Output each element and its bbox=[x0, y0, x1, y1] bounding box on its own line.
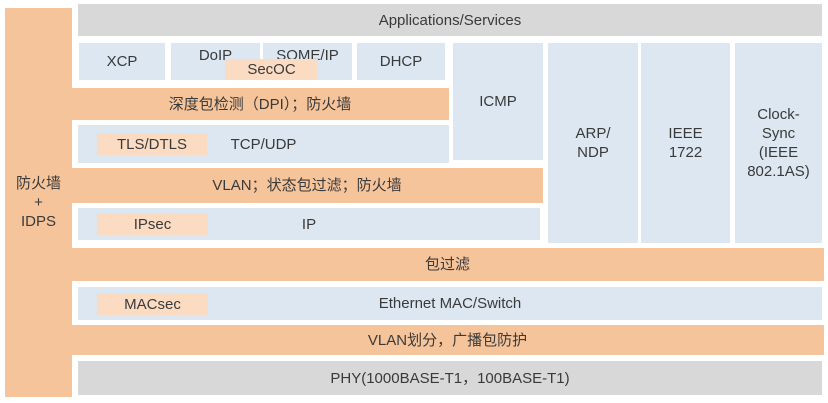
tls-dtls-overlay: TLS/DTLS bbox=[97, 133, 207, 155]
vlan-partition-band: VLAN划分，广播包防护 bbox=[71, 325, 824, 355]
vlan-stateful-filter-band: VLAN；状态包过滤；防火墙 bbox=[71, 168, 543, 203]
applications-services-layer: Applications/Services bbox=[78, 4, 822, 36]
ipsec-overlay: IPsec bbox=[97, 213, 208, 235]
phy-row: PHY(1000BASE-T1，100BASE-T1) bbox=[78, 361, 822, 395]
macsec-overlay: MACsec bbox=[97, 293, 208, 315]
clock-sync-column: Clock- Sync (IEEE 802.1AS) bbox=[735, 43, 822, 243]
dpi-firewall-band: 深度包检测（DPI）；防火墙 bbox=[71, 88, 449, 120]
packet-filter-band: 包过滤 bbox=[71, 248, 824, 281]
xcp-box: XCP bbox=[79, 43, 165, 80]
ip-label: IP bbox=[301, 215, 317, 233]
firewall-idps-sidebar: 防火墙 + IDPS bbox=[5, 8, 72, 397]
icmp-column: ICMP bbox=[453, 43, 543, 160]
tcp-udp-row: TCP/UDP TLS/DTLS bbox=[78, 125, 449, 163]
ieee-1722-column: IEEE 1722 bbox=[641, 43, 730, 243]
ip-row: IP IPsec bbox=[78, 208, 540, 240]
tcp-udp-label: TCP/UDP bbox=[230, 135, 297, 153]
ethernet-mac-row: Ethernet MAC/Switch MACsec bbox=[78, 287, 822, 320]
dhcp-box: DHCP bbox=[357, 43, 445, 80]
secoc-overlay: SecOC bbox=[225, 59, 318, 80]
arp-ndp-column: ARP/ NDP bbox=[548, 43, 638, 243]
ethernet-mac-label: Ethernet MAC/Switch bbox=[378, 295, 522, 312]
